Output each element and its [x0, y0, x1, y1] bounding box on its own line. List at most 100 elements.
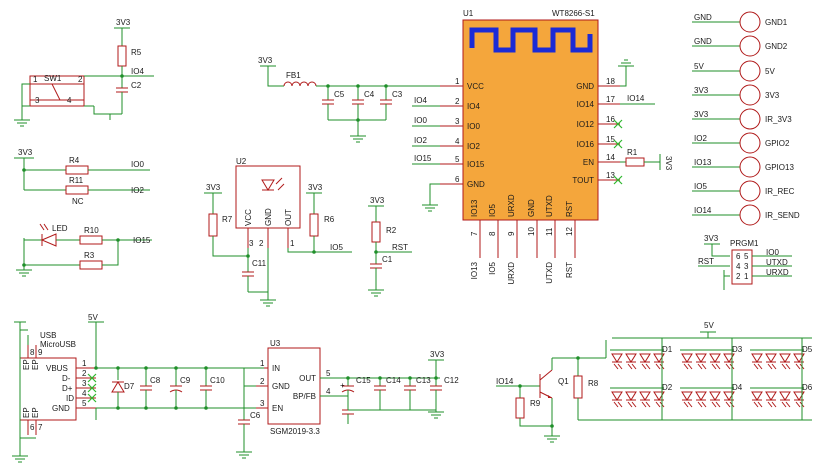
- ground-symbol: [350, 135, 366, 143]
- pin-name: IN: [272, 364, 280, 373]
- diode-label: D4: [732, 383, 743, 392]
- pin-name: EN: [583, 158, 594, 167]
- test-point[interactable]: GND GND1: [692, 11, 788, 33]
- sw-pin: 4: [67, 96, 72, 105]
- resistor-r7: [208, 213, 218, 237]
- tp-label: IR_SEND: [765, 211, 800, 220]
- ir-led-diode: [695, 353, 707, 370]
- r6-label: R6: [324, 215, 335, 224]
- test-point[interactable]: 5V 5V: [692, 60, 775, 82]
- supply-label: 5V: [704, 321, 714, 330]
- tp-net: IO5: [694, 182, 707, 191]
- ir-led-diode: [765, 391, 777, 408]
- ir-led-diode: [779, 391, 791, 408]
- test-point[interactable]: IO2 GPIO2: [692, 132, 790, 154]
- net-label: RST: [392, 243, 408, 252]
- reset-circuit: 3V3 R2 RST C1: [368, 196, 412, 297]
- ground-symbol: [16, 269, 32, 277]
- header-pin: 4: [736, 262, 741, 271]
- resistor-r10: [79, 235, 103, 245]
- tp-net: IO2: [694, 134, 707, 143]
- pin-num: 9: [507, 231, 516, 236]
- r1-label: R1: [627, 148, 638, 157]
- header-pin: 1: [744, 272, 749, 281]
- pin-num: 11: [545, 227, 554, 236]
- sw-pin: 1: [33, 75, 38, 84]
- r5-label: R5: [131, 48, 142, 57]
- test-point[interactable]: 3V3 IR_3V3: [692, 108, 792, 130]
- supply-label: 5V: [88, 313, 98, 322]
- ir-driver: IO14 R9 Q1 R8 5V D1 D2 D3 D4: [496, 321, 813, 443]
- tp-net: IO13: [694, 158, 712, 167]
- pin-name: VBUS: [46, 364, 68, 373]
- net-label: IO15: [133, 236, 151, 245]
- pin-name: GND: [272, 382, 290, 391]
- ground-symbol: [428, 411, 444, 419]
- cap-label: C15: [356, 376, 371, 385]
- ir-led-diode: [611, 391, 623, 408]
- net-label: UTXD: [545, 262, 554, 284]
- tp-label: 5V: [765, 67, 775, 76]
- shield-num: 9: [38, 348, 43, 357]
- test-point[interactable]: IO14 IR_SEND: [692, 204, 800, 226]
- module-ref: U1: [463, 9, 474, 18]
- pin-num: 2: [455, 97, 460, 106]
- pin-name: IO15: [467, 160, 485, 169]
- ir-receiver: U2 VCC GND OUT 3 2 1 3V3 R7 C11 3V3: [204, 157, 352, 307]
- no-connect: [613, 139, 623, 149]
- resistor-r1: [625, 157, 645, 167]
- usb-label: USB: [40, 331, 56, 340]
- resistor-r2: [371, 221, 381, 243]
- module-right-pins: 18 17 16 15 14 13 GND IO14 IO12 IO16 EN …: [572, 77, 620, 185]
- regulator: U3 SGM2019-3.3 IN GND EN OUT BP/FB 1 2 3…: [236, 339, 459, 459]
- ground-symbol: [618, 59, 634, 67]
- tp-net: 5V: [694, 62, 704, 71]
- ir-led-diode: [639, 353, 651, 370]
- tp-label: IR_REC: [765, 187, 795, 196]
- c2-label: C2: [131, 81, 142, 90]
- pin-num: 5: [82, 399, 87, 408]
- pin-name: TOUT: [572, 176, 594, 185]
- shield-num: 7: [38, 423, 43, 432]
- tp-net: 3V3: [694, 86, 709, 95]
- led-diode: [40, 233, 57, 247]
- pin-num: 3: [249, 239, 254, 248]
- cap-label: C5: [334, 90, 345, 99]
- r2-label: R2: [386, 226, 397, 235]
- tp-label: GND1: [765, 18, 788, 27]
- pin-name: D+: [62, 384, 73, 393]
- r1-supply: 3V3: [664, 156, 673, 171]
- pin-name: IO13: [470, 199, 479, 217]
- test-point[interactable]: GND GND2: [692, 35, 788, 57]
- pin-name: IO0: [467, 122, 480, 131]
- header-pin: 5: [744, 252, 749, 261]
- pull-resistors: 3V3 R4 IO0 R11 NC IO2: [14, 148, 150, 206]
- test-point[interactable]: 3V3 3V3: [692, 84, 780, 106]
- header-body: [731, 249, 753, 285]
- sw-pin: 3: [35, 96, 40, 105]
- resistor-r3: [79, 260, 103, 270]
- pin-name: IO4: [467, 102, 480, 111]
- test-point[interactable]: IO13 GPIO13: [692, 156, 794, 178]
- net-label: IO4: [131, 67, 144, 76]
- pin-num: 8: [488, 231, 497, 236]
- supply-label: 3V3: [206, 183, 221, 192]
- net-label: IO2: [131, 186, 144, 195]
- module-left-nets: IO4 IO0 IO2 IO15: [412, 96, 440, 212]
- pin-name: BP/FB: [293, 392, 316, 401]
- tp-label: GPIO2: [765, 139, 790, 148]
- ir-led-diode: [611, 353, 623, 370]
- diode-label: D3: [732, 345, 743, 354]
- usb-connector: USB MicroUSB VBUS D- D+ ID GND EP EP EP …: [12, 313, 264, 463]
- test-point[interactable]: IO5 IR_REC: [692, 180, 795, 202]
- shield-num: 8: [30, 348, 35, 357]
- pin-name: UTXD: [545, 195, 554, 217]
- c1-label: C1: [382, 255, 393, 264]
- cap-label: C8: [150, 376, 161, 385]
- diode-label: D1: [662, 345, 673, 354]
- u3-part: SGM2019-3.3: [270, 427, 320, 436]
- net-label: IO14: [496, 377, 514, 386]
- header-pin: 6: [736, 252, 741, 261]
- resistor-r11: [65, 185, 89, 195]
